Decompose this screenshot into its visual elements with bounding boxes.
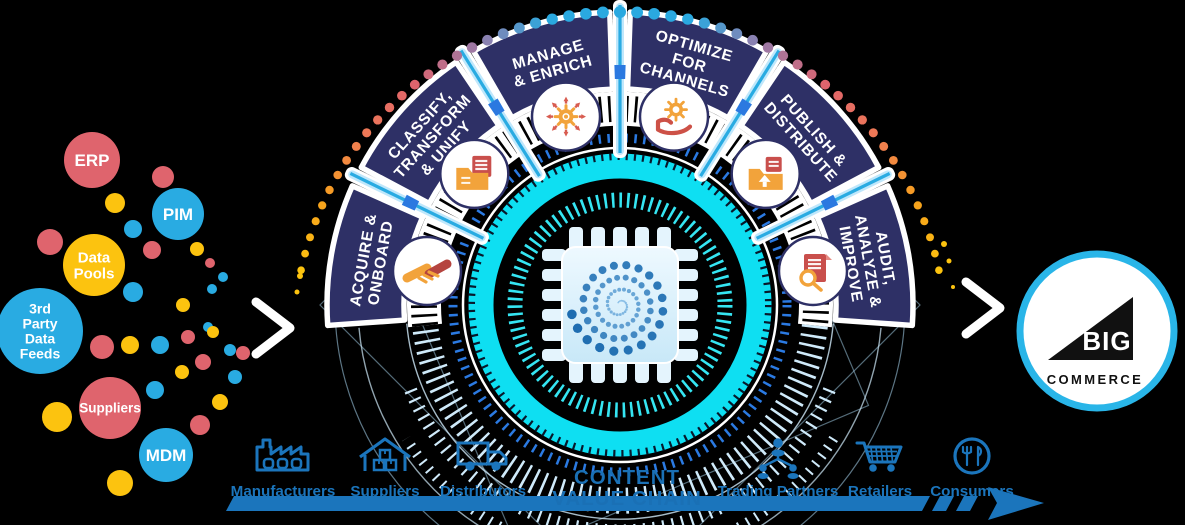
- outer-tick-arcs: [358, 323, 882, 525]
- source-dot: [105, 193, 125, 213]
- svg-text:Suppliers: Suppliers: [79, 401, 141, 416]
- chain-item-trading-partners: Trading Partners: [718, 438, 839, 500]
- source-dot: [124, 220, 142, 238]
- source-dot: [190, 415, 210, 435]
- chain-item-label: Manufacturers: [231, 483, 336, 500]
- factory-icon: [255, 438, 310, 472]
- center-title-line1: CONTENT: [574, 466, 680, 489]
- core-rings: [448, 133, 792, 477]
- truck-icon: [456, 441, 508, 471]
- source-dot: [941, 241, 947, 247]
- chain-item-retailers: Retailers: [848, 441, 912, 500]
- source-bubble-mdm: MDM: [139, 428, 193, 482]
- source-dot: [146, 381, 164, 399]
- svg-text:PIM: PIM: [163, 205, 193, 224]
- chain-item-manufacturers: Manufacturers: [231, 438, 336, 500]
- source-bubble-suppliers-source: Suppliers: [79, 377, 141, 439]
- document-magnifier-icon: [777, 235, 849, 307]
- svg-text:ERP: ERP: [75, 151, 110, 170]
- source-dot: [236, 346, 250, 360]
- chain-item-suppliers: Suppliers: [350, 437, 420, 500]
- gradient-dotted-arc: [297, 6, 943, 275]
- source-dot: [951, 285, 955, 289]
- source-dot: [123, 282, 143, 302]
- arrowhead-icon: [988, 487, 1044, 520]
- flow-chevron-right-icon: [961, 277, 1005, 339]
- source-bubble-pim: PIM: [152, 188, 204, 240]
- source-dot: [121, 336, 139, 354]
- folder-upload-icon: [730, 138, 801, 210]
- flow-arrow-bar: [226, 487, 1044, 520]
- source-dot: [294, 289, 300, 295]
- source-dot: [37, 229, 63, 255]
- source-dot: [207, 326, 219, 338]
- source-dot: [107, 470, 133, 496]
- chain-item-label: Trading Partners: [718, 483, 839, 500]
- center-title-line2: VALUE CHAIN: [552, 487, 702, 510]
- bigcommerce-triangle-icon: [1048, 297, 1133, 360]
- source-dot: [181, 330, 195, 344]
- hand-gear-icon: [638, 81, 710, 152]
- cart-icon: [855, 441, 903, 472]
- chain-item-label: Consumers: [930, 483, 1014, 500]
- supply-chain-row: Manufacturers Suppliers Distributors Tradin…: [231, 437, 1014, 500]
- segment-connectors: [344, 0, 896, 245]
- logo-big-text: BIG: [1082, 326, 1131, 356]
- source-dot: [152, 166, 174, 188]
- bigcommerce-logo: BIG COMMERCE: [1016, 250, 1178, 412]
- network-icon: [757, 438, 799, 479]
- handshake-icon: [391, 235, 463, 307]
- chain-item-label: Retailers: [848, 483, 912, 500]
- source-dot: [207, 284, 217, 294]
- source-dot: [151, 336, 169, 354]
- source-dot: [218, 272, 228, 282]
- source-dot: [212, 394, 228, 410]
- source-dot: [143, 241, 161, 259]
- gear-arrows-icon: [530, 81, 602, 152]
- chain-item-distributors: Distributors: [440, 441, 526, 500]
- microchip-spiral-icon: [542, 227, 698, 383]
- source-dot: [195, 354, 211, 370]
- dining-icon: [953, 437, 991, 475]
- source-dot: [297, 273, 303, 279]
- flow-chevron-left-icon: [251, 297, 295, 359]
- source-dot: [228, 370, 242, 384]
- source-dot: [205, 258, 215, 268]
- source-dot: [224, 344, 236, 356]
- source-dot: [176, 298, 190, 312]
- documents-folder-icon: [439, 138, 510, 210]
- chain-item-label: Distributors: [440, 483, 526, 500]
- logo-commerce-text: COMMERCE: [1047, 372, 1143, 387]
- source-dot: [946, 258, 952, 264]
- segment-classify-transform-unify: CLASSIFY,TRANSFORM& UNIFY: [358, 59, 502, 207]
- chain-item-consumers: Consumers: [930, 437, 1014, 500]
- source-dot: [175, 365, 189, 379]
- source-dot: [190, 242, 204, 256]
- segment-icons: [391, 81, 849, 307]
- source-dot: [90, 335, 114, 359]
- warehouse-icon: [359, 437, 411, 472]
- svg-text:MDM: MDM: [146, 446, 187, 465]
- chain-item-label: Suppliers: [350, 483, 419, 500]
- source-bubble-erp: ERP: [64, 132, 120, 188]
- source-dot: [42, 402, 72, 432]
